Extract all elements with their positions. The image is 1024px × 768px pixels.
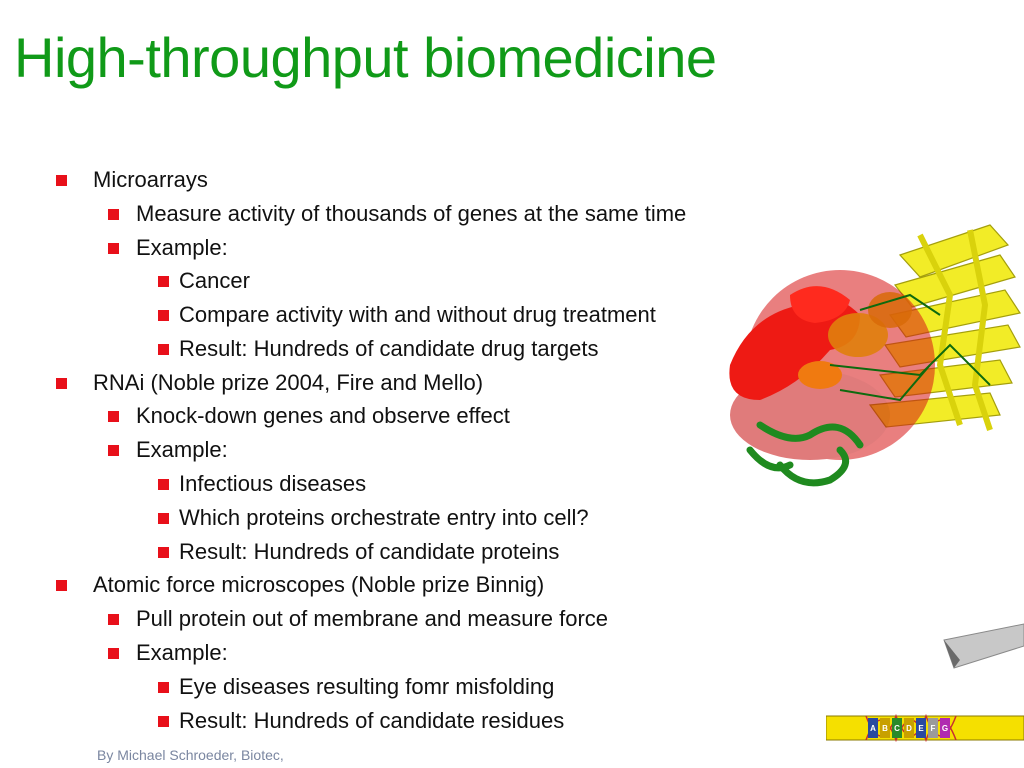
bullet-text: Cancer	[179, 268, 250, 293]
strip-letter: G	[942, 724, 948, 733]
strip-letter: C	[894, 724, 900, 733]
dna-sequence-strip-image: A B C D E F G	[826, 623, 1024, 743]
bullet-item: Measure activity of thousands of genes a…	[108, 199, 686, 229]
strip-letter: E	[918, 724, 924, 733]
bullet-text: Which proteins orchestrate entry into ce…	[179, 505, 589, 530]
slide-footer: By Michael Schroeder, Biotec,	[97, 747, 284, 763]
bullet-text: Example:	[136, 640, 228, 665]
bullet-text: Result: Hundreds of candidate residues	[179, 708, 565, 733]
bullet-item: Example:	[108, 435, 228, 465]
bullet-text: RNAi (Noble prize 2004, Fire and Mello)	[93, 370, 484, 395]
bullet-text: Infectious diseases	[179, 471, 367, 496]
bullet-text: Example:	[136, 235, 228, 260]
bullet-square-icon	[108, 410, 119, 422]
bullet-text: Measure activity of thousands of genes a…	[136, 201, 687, 226]
bullet-square-icon	[108, 613, 119, 625]
bullet-text: Result: Hundreds of candidate proteins	[179, 539, 560, 564]
bullet-item: Eye diseases resulting fomr misfolding	[158, 672, 554, 702]
bullet-text: Compare activity with and without drug t…	[179, 302, 656, 327]
bullet-square-icon	[158, 275, 169, 287]
strip-letter: D	[906, 724, 912, 733]
strip-letter: F	[931, 724, 936, 733]
bullet-square-icon	[56, 579, 67, 591]
bullet-square-icon	[108, 647, 119, 659]
bullet-square-icon	[158, 715, 169, 727]
bullet-square-icon	[158, 681, 169, 693]
bullet-square-icon	[158, 512, 169, 524]
bullet-item: Which proteins orchestrate entry into ce…	[158, 503, 589, 533]
bullet-square-icon	[108, 444, 119, 456]
bullet-item: Atomic force microscopes (Noble prize Bi…	[56, 570, 544, 600]
bullet-text: Result: Hundreds of candidate drug targe…	[179, 336, 599, 361]
bullet-item: Cancer	[158, 266, 250, 296]
bullet-square-icon	[56, 377, 67, 389]
bullet-square-icon	[158, 309, 169, 321]
strip-letter: A	[870, 724, 876, 733]
bullet-square-icon	[158, 546, 169, 558]
protein-ribbon-structure-image	[729, 224, 1021, 487]
bullet-square-icon	[108, 242, 119, 254]
bullet-text: Example:	[136, 437, 228, 462]
bullet-item: Infectious diseases	[158, 469, 366, 499]
bullet-text: Knock-down genes and observe effect	[136, 403, 510, 428]
slide-title: High-throughput biomedicine	[14, 26, 717, 89]
bullet-square-icon	[158, 343, 169, 355]
bullet-item: Pull protein out of membrane and measure…	[108, 604, 608, 634]
bullet-text: Microarrays	[93, 167, 208, 192]
bullet-item: Result: Hundreds of candidate drug targe…	[158, 334, 598, 364]
bullet-item: Result: Hundreds of candidate proteins	[158, 537, 559, 567]
bullet-item: RNAi (Noble prize 2004, Fire and Mello)	[56, 368, 483, 398]
strip-letter: B	[882, 724, 888, 733]
bullet-item: Compare activity with and without drug t…	[158, 300, 656, 330]
bullet-square-icon	[56, 174, 67, 186]
bullet-item: Knock-down genes and observe effect	[108, 401, 510, 431]
bullet-text: Eye diseases resulting fomr misfolding	[179, 674, 555, 699]
bullet-item: Example:	[108, 638, 228, 668]
bullet-text: Atomic force microscopes (Noble prize Bi…	[93, 572, 545, 597]
bullet-square-icon	[158, 478, 169, 490]
bullet-item: Microarrays	[56, 165, 208, 195]
bullet-text: Pull protein out of membrane and measure…	[136, 606, 609, 631]
bullet-item: Example:	[108, 233, 228, 263]
bullet-item: Result: Hundreds of candidate residues	[158, 706, 564, 736]
bullet-square-icon	[108, 208, 119, 220]
